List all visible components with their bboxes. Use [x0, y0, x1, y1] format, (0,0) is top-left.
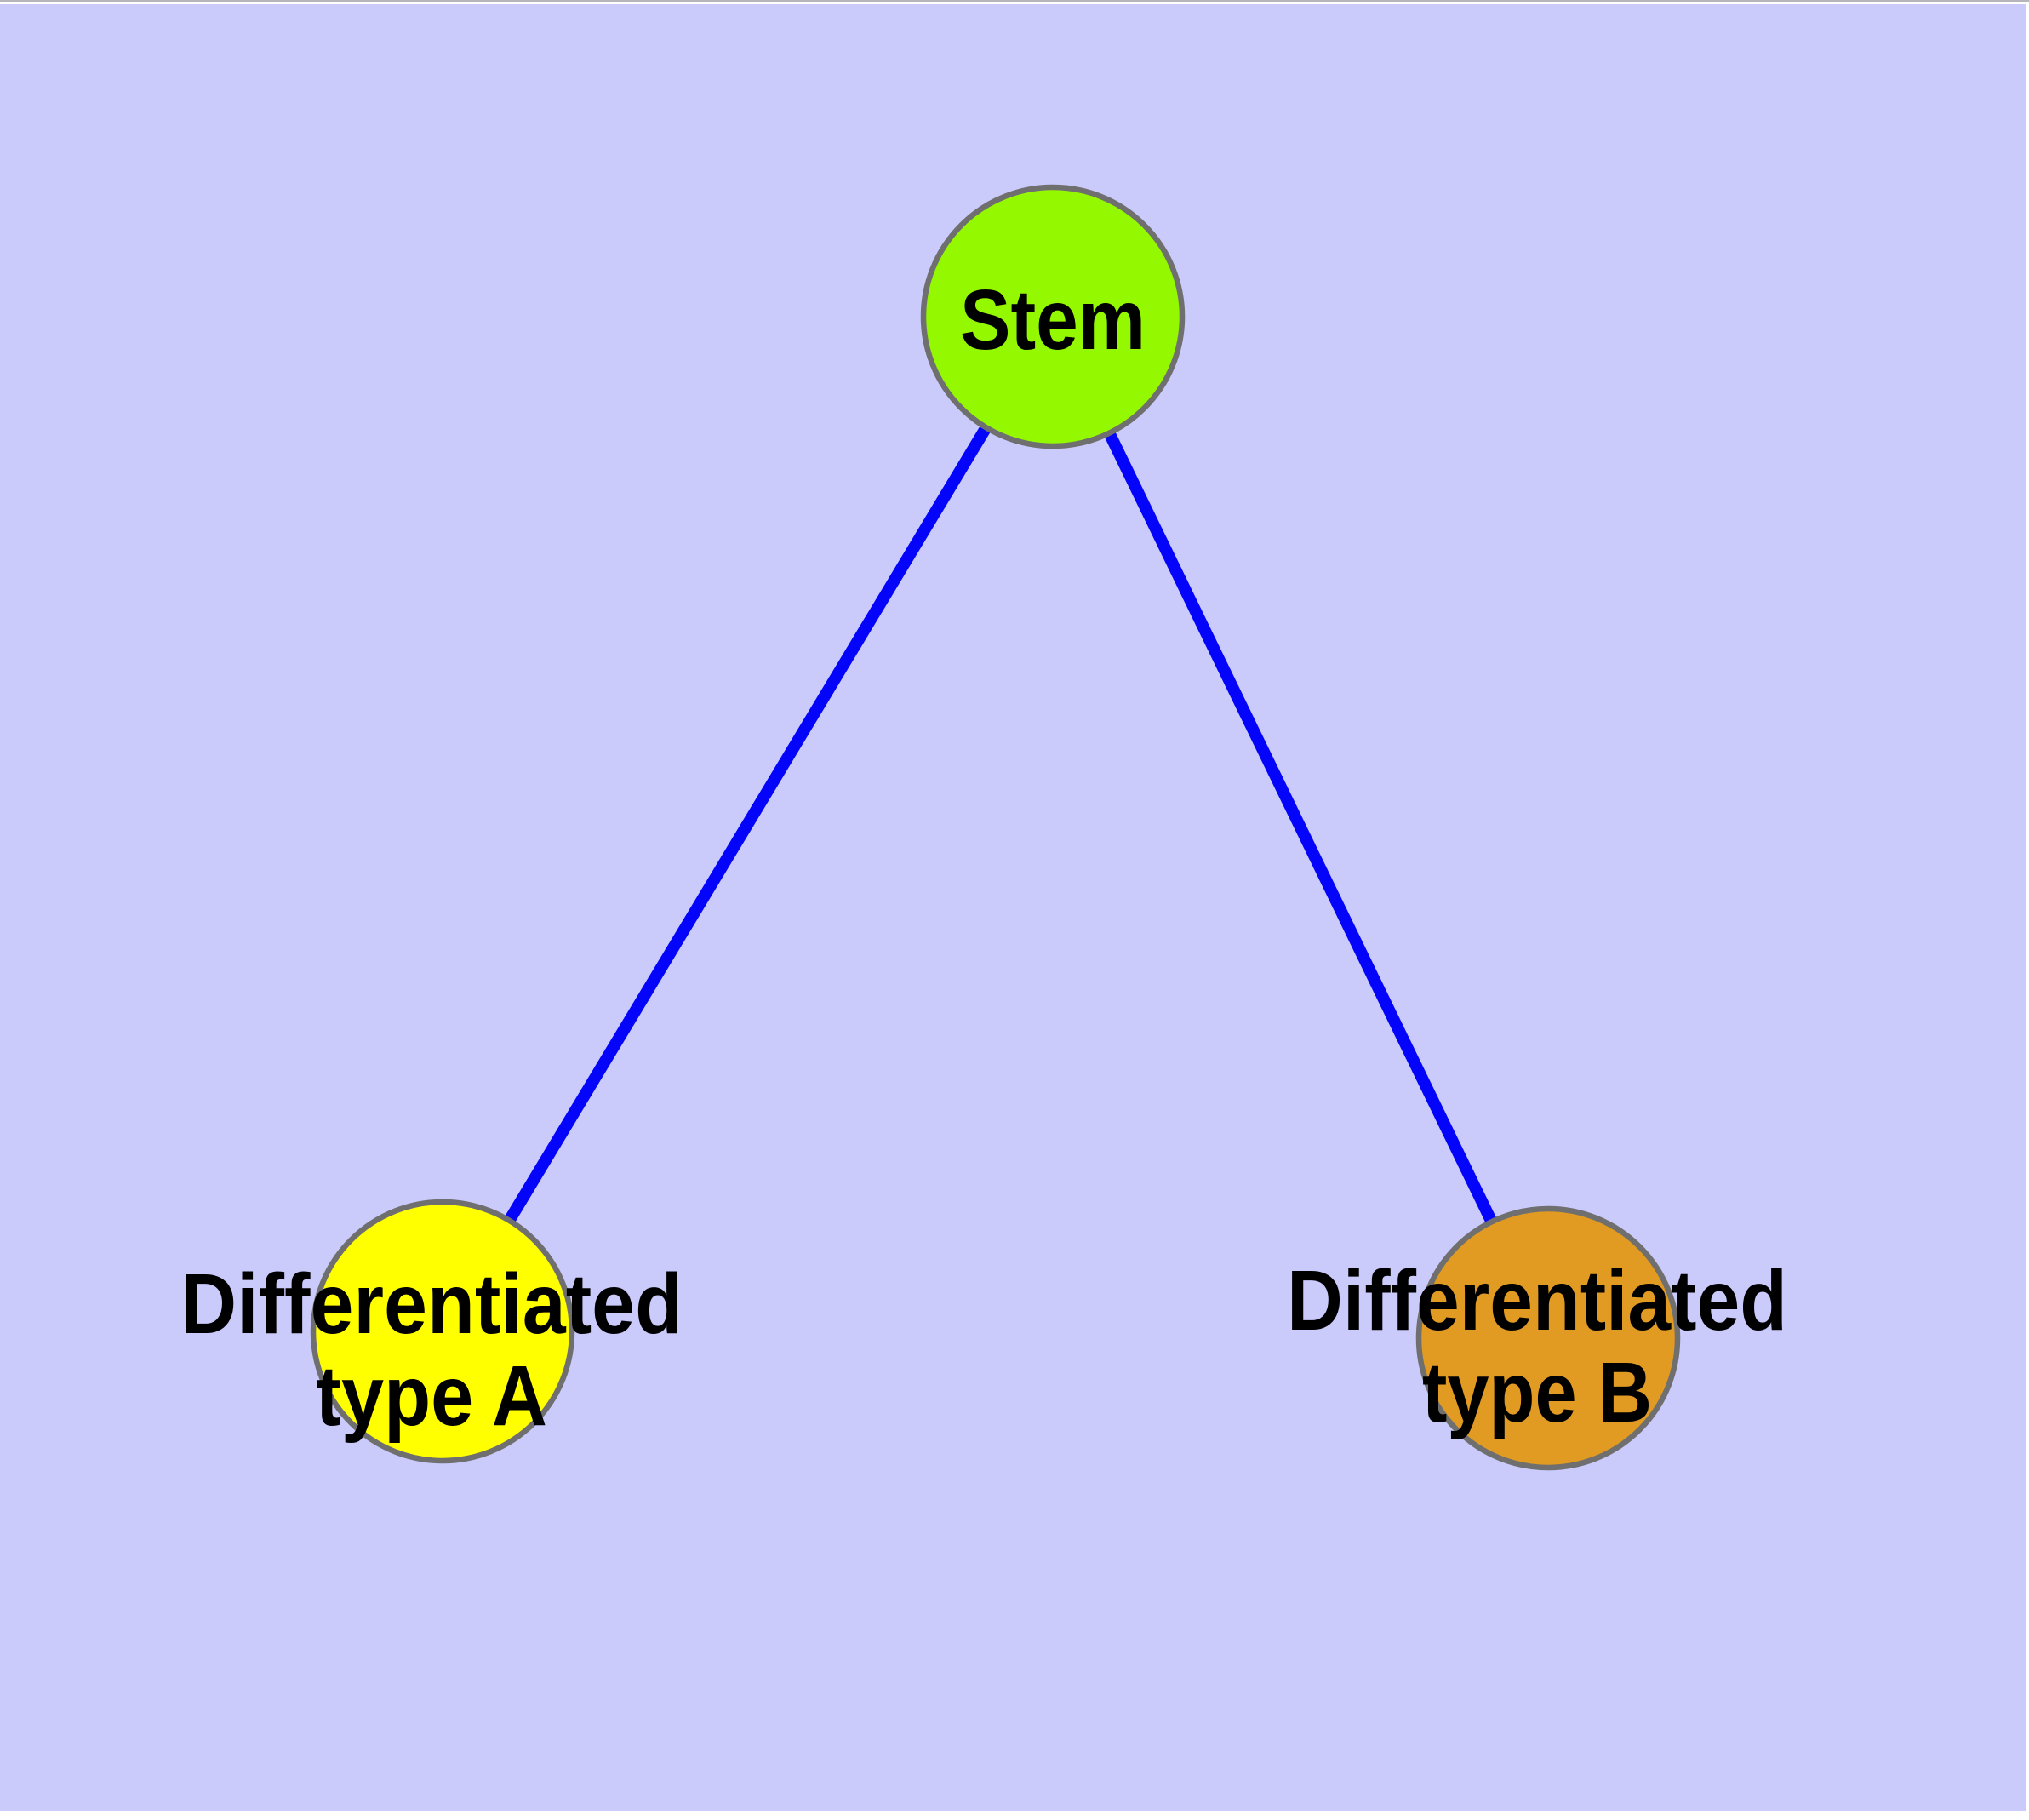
node-label-diff-a-line1: Differentiated	[180, 1256, 683, 1352]
edges-layer	[437, 313, 1554, 1342]
node-circle-stem	[920, 184, 1186, 449]
node-label-stem-line1: Stem	[960, 272, 1146, 368]
node-circle-diff-a	[310, 1199, 575, 1464]
edge-stem-diff-b	[1047, 313, 1554, 1342]
node-label-diff-a-line2: type A	[316, 1348, 547, 1444]
edge-stem-diff-a	[437, 313, 1058, 1335]
node-circle-diff-b	[1415, 1205, 1681, 1471]
node-label-diff-b-line1: Differentiated	[1287, 1253, 1787, 1348]
top-hairline	[0, 0, 2029, 2]
node-stem: Stem	[920, 184, 1186, 449]
node-label-diff-b-line2: type B	[1422, 1345, 1652, 1440]
